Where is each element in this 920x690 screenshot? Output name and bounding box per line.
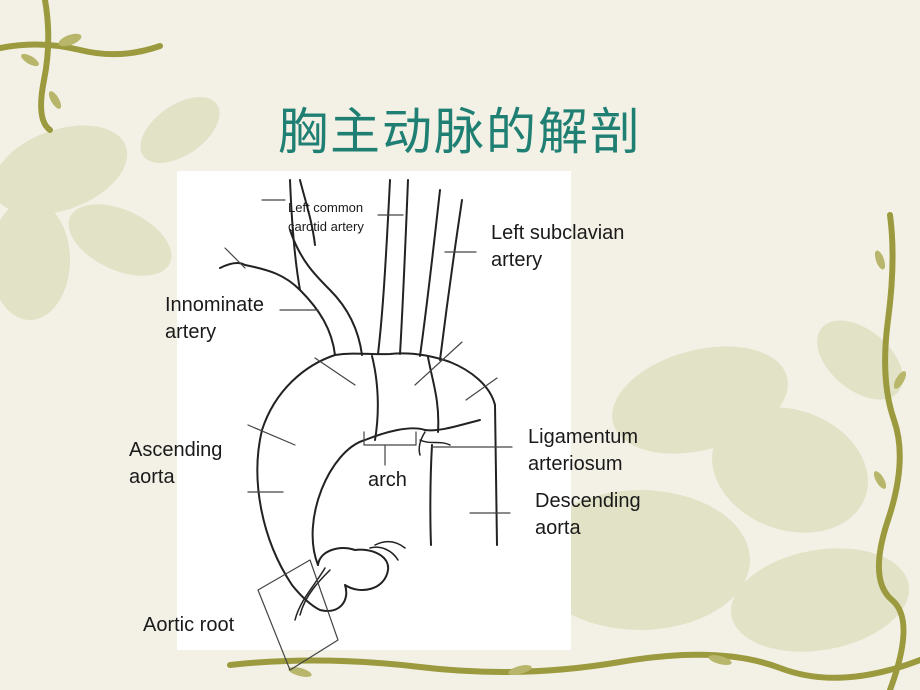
label-innominate: Innominate artery bbox=[165, 292, 264, 346]
arch-outer-top bbox=[334, 352, 496, 406]
label-left-common-carotid: Left common carotid artery bbox=[288, 198, 364, 236]
left-common-carotid bbox=[377, 179, 409, 355]
label-descending-aorta: Descending aorta bbox=[535, 488, 641, 542]
innominate-artery-inner bbox=[289, 229, 363, 356]
arch-lower bbox=[424, 419, 481, 432]
label-ascending-aorta: Ascending aorta bbox=[129, 437, 222, 491]
aortic-root bbox=[291, 547, 390, 612]
label-aortic-root: Aortic root bbox=[143, 614, 235, 636]
label-innominate-line1: Innominate bbox=[165, 294, 264, 316]
descending-aorta-left bbox=[429, 444, 433, 546]
innominate-branch bbox=[219, 179, 316, 291]
label-descending-line2: aorta bbox=[535, 517, 581, 539]
label-ligamentum: Ligamentum arteriosum bbox=[528, 424, 638, 478]
coronary-vessels bbox=[294, 540, 406, 621]
slide-title: 胸主动脉的解剖 bbox=[278, 103, 642, 161]
label-ascending-line2: aorta bbox=[129, 466, 175, 488]
ligamentum-arteriosum bbox=[418, 431, 451, 456]
label-ascending-line1: Ascending bbox=[129, 439, 223, 461]
label-ligamentum-line2: arteriosum bbox=[528, 453, 623, 475]
diagram-panel bbox=[177, 171, 571, 650]
label-descending-line1: Descending bbox=[535, 490, 641, 512]
arch-inner-curve bbox=[311, 427, 426, 566]
left-subclavian bbox=[419, 189, 463, 361]
ascending-aorta-outline bbox=[256, 354, 336, 586]
label-ligamentum-line1: Ligamentum bbox=[528, 426, 639, 448]
arch-segment-lines bbox=[371, 355, 440, 441]
leader-lines bbox=[224, 199, 513, 671]
label-left-subclavian-line1: Left subclavian bbox=[491, 222, 625, 244]
label-left-common-carotid-line2: carotid artery bbox=[288, 219, 364, 234]
label-arch: arch bbox=[368, 469, 407, 491]
label-left-common-carotid-line1: Left common bbox=[288, 200, 364, 215]
leaf-shadows bbox=[0, 97, 910, 652]
label-left-subclavian-line2: artery bbox=[491, 249, 543, 271]
descending-aorta-right bbox=[494, 404, 498, 546]
label-left-subclavian: Left subclavian artery bbox=[491, 220, 624, 274]
vine-leaves bbox=[21, 33, 907, 677]
label-innominate-line2: artery bbox=[165, 321, 217, 343]
